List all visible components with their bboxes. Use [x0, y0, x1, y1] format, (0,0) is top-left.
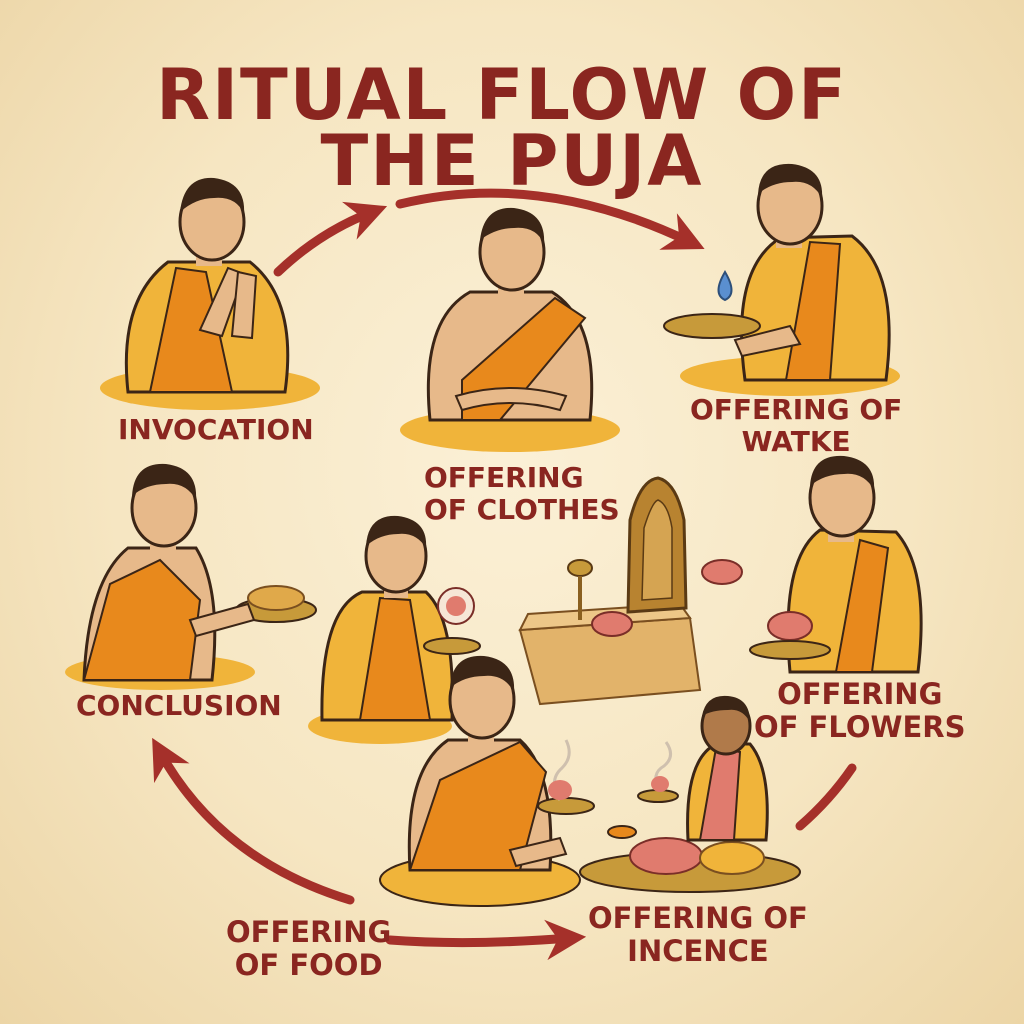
- step-label-water: OFFERING OF WATKE: [690, 393, 903, 459]
- figure-flowers: [701, 455, 923, 674]
- arrow-icon: [385, 919, 587, 961]
- page-title-line-1: RITUAL FLOW OF: [156, 54, 848, 136]
- figure-conclusion: [65, 463, 317, 690]
- step-label-food: OFFERING OF FOOD: [226, 915, 392, 983]
- step-label-incence: OFFERING OF INCENCE: [588, 901, 808, 969]
- shrine-icon: [518, 476, 702, 706]
- figure-water: [663, 163, 900, 396]
- figure-clothes: [400, 207, 620, 452]
- step-label-conclusion: CONCLUSION: [76, 689, 282, 722]
- page-title-line-2: THE PUJA: [320, 120, 704, 202]
- flow-arrows: [152, 188, 857, 961]
- figure-middle: [308, 515, 481, 744]
- arrow-icon: [152, 737, 355, 905]
- arrow-icon: [395, 188, 705, 250]
- figure-incence: [579, 695, 801, 893]
- step-label-clothes: OFFERING OF CLOTHES: [424, 461, 620, 527]
- step-label-flowers: OFFERING OF FLOWERS: [754, 677, 966, 745]
- figure-invocation: [100, 177, 320, 410]
- water-drop-icon: [717, 270, 733, 302]
- flower-icon: [701, 559, 743, 585]
- flower-icon: [767, 611, 813, 641]
- figure-food: [379, 655, 595, 907]
- step-label-invocation: INVOCATION: [118, 413, 314, 446]
- arrow-icon: [273, 201, 388, 277]
- arrow-icon: [795, 763, 857, 831]
